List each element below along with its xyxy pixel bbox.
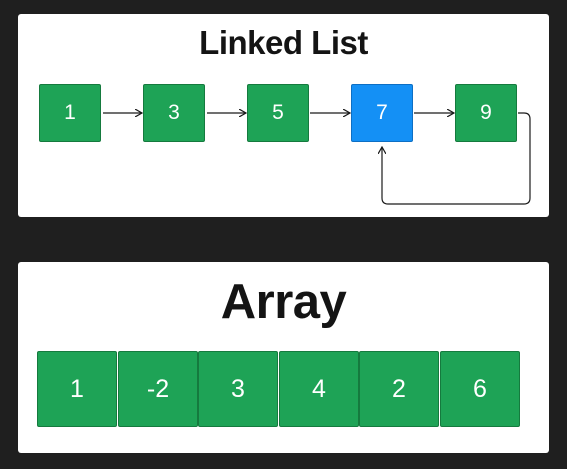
list-node-7-highlighted: 7 (351, 84, 413, 142)
array-cell-0: 1 (37, 351, 117, 427)
array-title: Array (220, 275, 347, 329)
list-node-5: 5 (247, 84, 309, 142)
array-cell-4: 2 (359, 351, 439, 427)
list-node-9: 9 (455, 84, 517, 142)
linked-list-arrows (103, 14, 531, 205)
array-cell-2: 3 (198, 351, 278, 427)
linked-list-title: Linked List (199, 24, 368, 61)
array-cell-1: -2 (118, 351, 198, 427)
linked-list-panel: Linked List 1 3 5 7 9 (18, 14, 549, 217)
list-node-1: 1 (39, 84, 101, 142)
cycle-arrow-9-to-7 (382, 112, 531, 205)
array-cell-5: 6 (440, 351, 520, 427)
array-cell-3: 4 (279, 351, 359, 427)
array-panel: Array 1 -2 3 4 2 6 (18, 262, 549, 453)
list-node-3: 3 (143, 84, 205, 142)
